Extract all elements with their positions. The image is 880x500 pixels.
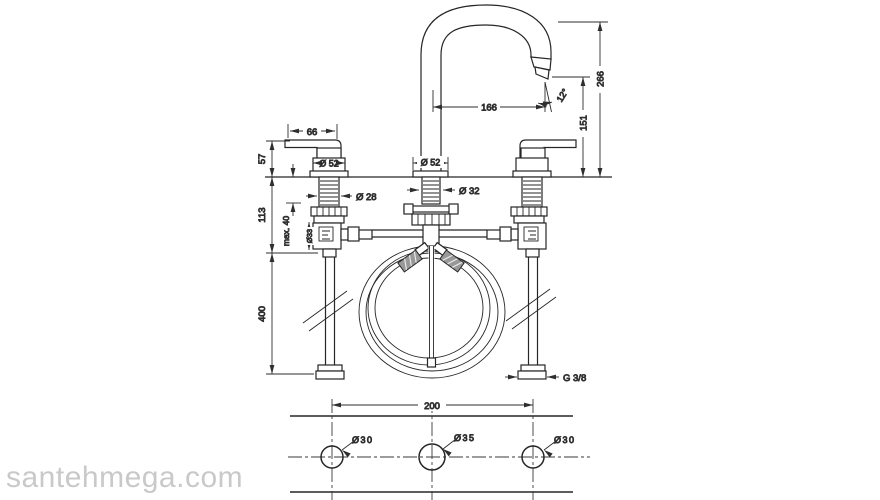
right-valve-assembly: [486, 176, 548, 258]
watermark: santehmega.com: [6, 461, 243, 494]
dim-label-400: 400: [257, 306, 268, 322]
spout-below-deck: [403, 176, 459, 247]
dim-label-o52-center: Ø 52: [421, 158, 441, 168]
dim-label-max40: max. 40: [281, 216, 291, 247]
aerator: [534, 66, 550, 80]
dim-label-266: 266: [596, 71, 607, 87]
hole-center: [418, 443, 446, 471]
dim-label-66: 66: [307, 127, 318, 138]
left-valve-outlet: [358, 229, 373, 240]
right-valve-outlet: [486, 229, 501, 240]
left-valve-assembly: [310, 176, 373, 258]
dim-valve-dia: Ø33: [304, 222, 314, 250]
right-supply-pipe: [505, 257, 557, 380]
hole-left: [320, 445, 344, 469]
dim-label-o52-left: Ø 52: [319, 159, 339, 169]
dim-label-o32: Ø 32: [459, 186, 480, 197]
spout: [412, 4, 552, 178]
hole-label-left: Ø30: [352, 435, 374, 445]
dim-label-12deg: 12°: [555, 87, 571, 104]
dim-label-o33: Ø33: [305, 229, 314, 243]
right-escutcheon: [512, 170, 552, 178]
drain-rod: [426, 246, 437, 368]
dim-label-g38: G 3/8: [563, 373, 586, 384]
connection-hoses: [372, 229, 487, 238]
dim-spout-shank-dia: Ø 32: [407, 186, 480, 197]
right-g38-nut: [517, 370, 547, 380]
hole-right: [521, 445, 545, 469]
left-escutcheon: [309, 170, 349, 178]
dim-label-151: 151: [579, 115, 590, 131]
dim-label-200: 200: [424, 401, 440, 412]
dim-spout-escutcheon-dia: Ø 52: [412, 156, 449, 170]
top-view-plate: [288, 399, 590, 500]
dim-handle-shank-dia: Ø 28: [306, 192, 377, 203]
dim-handle-height: 57: [257, 140, 290, 177]
dim-outlet-height: 151: [552, 76, 590, 177]
dim-hole-spacing: 200: [332, 399, 533, 412]
dim-label-o28: Ø 28: [356, 192, 377, 203]
dim-label-166: 166: [481, 103, 497, 114]
hole-labels: Ø30 Ø35 Ø30: [340, 433, 576, 458]
left-threaded-shank: [318, 176, 340, 208]
dim-label-113: 113: [257, 207, 268, 222]
dim-label-57: 57: [257, 154, 268, 165]
dim-lever-length: 66: [287, 124, 338, 139]
right-threaded-shank: [521, 176, 543, 208]
spout-escutcheon: [412, 170, 449, 178]
left-handle: [284, 139, 349, 178]
left-supply-pipe: [302, 257, 354, 380]
hole-label-right: Ø30: [554, 435, 576, 445]
dim-below-deck: 113: [257, 177, 318, 254]
dim-left-escutcheon-dia: Ø 52: [313, 158, 345, 169]
dim-spout-reach: 166: [432, 82, 546, 114]
left-g38-nut: [315, 370, 345, 380]
dim-connection-thread: G 3/8: [505, 373, 587, 384]
hole-label-center: Ø35: [454, 433, 476, 443]
hose-tag-left: [397, 249, 423, 273]
hose-tag-right: [439, 249, 465, 273]
dim-total-height: 266: [558, 21, 608, 177]
dim-hose-length: 400: [257, 253, 314, 375]
right-handle: [512, 139, 577, 178]
dim-max-deck-thickness: max. 40: [281, 164, 301, 247]
